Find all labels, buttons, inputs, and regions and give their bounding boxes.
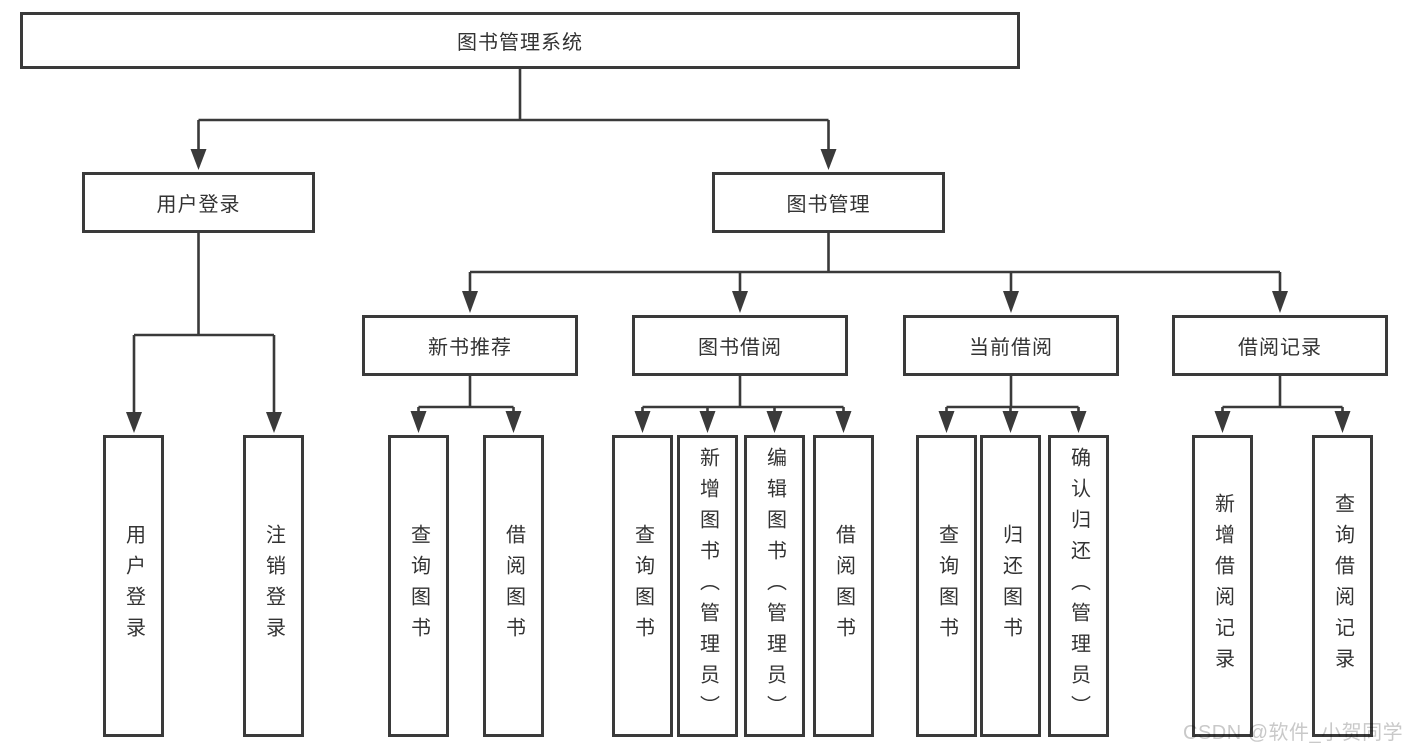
connector-borrowing-records-to-leaves (1214, 375, 1351, 433)
leaf-query-borrow-record: 查询借阅记录 (1312, 435, 1373, 737)
node-label: 用户登录 (156, 194, 241, 216)
arrowhead (634, 411, 651, 433)
leaf-logout: 注销登录 (243, 435, 304, 737)
arrowhead (505, 411, 522, 433)
node-label: 新增图书（管理员） (696, 446, 719, 726)
node-label: 注销登录 (262, 524, 285, 648)
arrowhead (699, 411, 716, 433)
connector-book-management-to-level3 (462, 232, 1288, 313)
node-user-login: 用户登录 (82, 172, 315, 233)
leaf-borrow-books-recommend: 借阅图书 (483, 435, 544, 737)
leaf-user-login: 用户登录 (103, 435, 164, 737)
node-label: 编辑图书（管理员） (763, 446, 786, 726)
node-label: 用户登录 (122, 524, 145, 648)
node-book-borrowing: 图书借阅 (632, 315, 848, 376)
leaf-edit-books-admin: 编辑图书（管理员） (744, 435, 805, 737)
connector-user-login-to-leaves (126, 232, 282, 433)
leaf-confirm-return-admin: 确认归还（管理员） (1048, 435, 1109, 737)
arrowhead (766, 411, 783, 433)
arrowhead (1334, 411, 1351, 433)
arrowhead (126, 412, 142, 433)
leaf-return-books: 归还图书 (980, 435, 1041, 737)
node-label: 借阅记录 (1238, 337, 1322, 359)
node-new-book-recommend: 新书推荐 (362, 315, 578, 376)
node-label: 图书借阅 (698, 337, 782, 359)
node-label: 查询图书 (407, 524, 430, 648)
connector-new-book-recommend-to-leaves (410, 375, 522, 433)
leaf-query-books-borrowing: 查询图书 (612, 435, 673, 737)
arrowhead (1214, 411, 1231, 433)
leaf-query-books-recommend: 查询图书 (388, 435, 449, 737)
connector-root-to-level2 (190, 68, 837, 170)
arrowhead (732, 291, 748, 313)
node-label: 归还图书 (999, 524, 1022, 648)
arrowhead (462, 291, 478, 313)
node-label: 借阅图书 (832, 524, 855, 648)
leaf-add-books-admin: 新增图书（管理员） (677, 435, 738, 737)
arrowhead (1003, 291, 1019, 313)
arrowhead (1002, 411, 1019, 433)
leaf-add-borrow-record: 新增借阅记录 (1192, 435, 1253, 737)
node-label: 查询图书 (631, 524, 654, 648)
node-label: 图书管理 (786, 194, 871, 216)
arrowhead (835, 411, 852, 433)
arrowhead (266, 412, 282, 433)
arrowhead (1272, 291, 1288, 313)
arrowhead (938, 411, 955, 433)
connector-current-borrowing-to-leaves (938, 375, 1087, 433)
arrowhead (820, 149, 837, 170)
node-label: 确认归还（管理员） (1067, 446, 1090, 726)
connector-book-borrowing-to-leaves (634, 375, 852, 433)
node-label: 当前借阅 (969, 337, 1053, 359)
arrowhead (190, 149, 207, 170)
node-label: 借阅图书 (502, 524, 525, 648)
node-book-management: 图书管理 (712, 172, 945, 233)
node-borrowing-records: 借阅记录 (1172, 315, 1388, 376)
node-current-borrowing: 当前借阅 (903, 315, 1119, 376)
node-label: 新增借阅记录 (1211, 493, 1234, 679)
node-library-system: 图书管理系统 (20, 12, 1020, 69)
leaf-borrow-books-borrowing: 借阅图书 (813, 435, 874, 737)
arrowhead (410, 411, 427, 433)
node-label: 新书推荐 (428, 337, 512, 359)
leaf-query-books-current: 查询图书 (916, 435, 977, 737)
node-label: 图书管理系统 (457, 32, 583, 54)
arrowhead (1070, 411, 1087, 433)
node-label: 查询图书 (935, 524, 958, 648)
node-label: 查询借阅记录 (1331, 493, 1354, 679)
csdn-watermark: CSDN @软件_小贺同学 (1183, 722, 1404, 744)
